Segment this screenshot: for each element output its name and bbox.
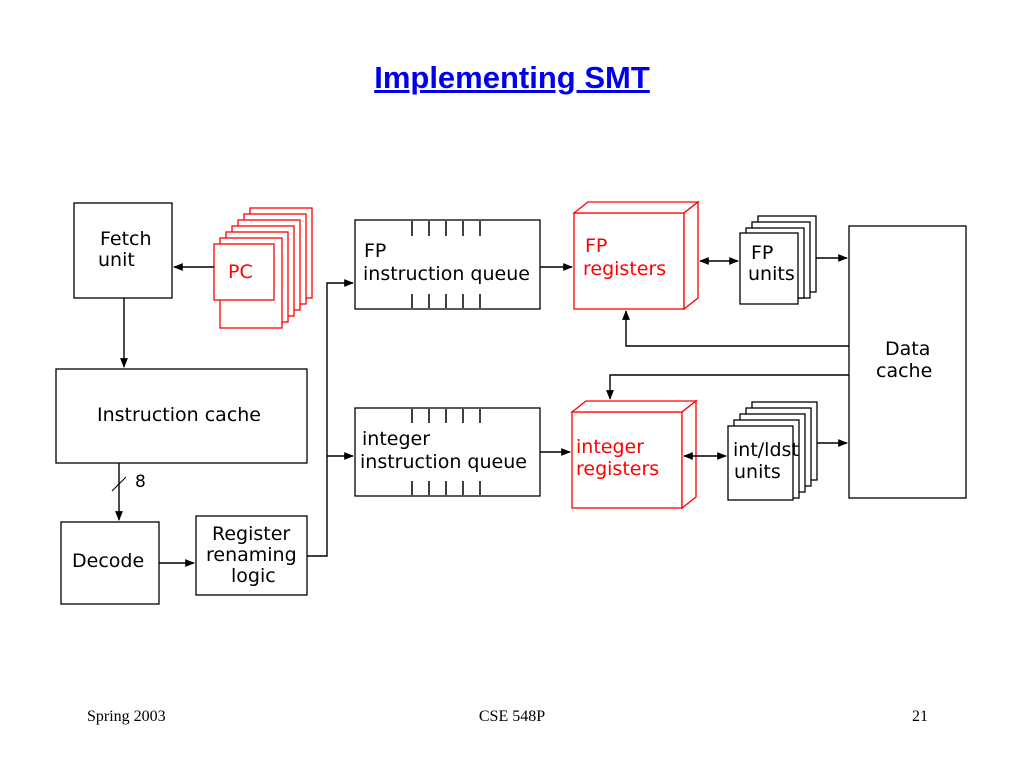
- decode-label: Decode: [72, 550, 144, 572]
- integer-instruction-queue-box: integer instruction queue: [354, 407, 541, 497]
- footer-course: CSE 548P: [478, 708, 546, 725]
- fp-registers-line2: registers: [583, 258, 666, 280]
- integer-queue-line1: integer: [362, 428, 430, 450]
- instruction-cache-label: Instruction cache: [97, 404, 261, 426]
- int-ldst-units-line2: units: [734, 461, 781, 483]
- pc-stack: [213, 207, 313, 329]
- register-renaming-line2: renaming: [206, 544, 297, 566]
- integer-queue-line2: instruction queue: [360, 451, 527, 473]
- footer-page-number: 21: [912, 708, 928, 725]
- instruction-cache-box: Instruction cache: [55, 368, 308, 464]
- fp-queue-line1: FP: [364, 240, 386, 262]
- fetch-unit-box: Fetch unit: [73, 202, 173, 299]
- fp-instruction-queue-box: FP instruction queue: [354, 219, 541, 310]
- data-cache-line1: Data: [885, 338, 930, 360]
- register-renaming-box: Register renaming logic: [195, 515, 308, 596]
- integer-registers-line1: integer: [576, 436, 644, 458]
- fetch-unit-label-line2: unit: [98, 249, 135, 271]
- data-cache-line2: cache: [876, 360, 932, 382]
- fetch-width-label: 8: [135, 472, 146, 492]
- pc-label: PC: [228, 261, 253, 283]
- fp-units-stack: [739, 215, 817, 305]
- fp-units-line2: units: [748, 263, 795, 285]
- register-renaming-line3: logic: [231, 565, 276, 587]
- int-ldst-units-stack: [727, 401, 818, 501]
- integer-registers-line2: registers: [576, 458, 659, 480]
- data-cache-box: Data cache: [848, 225, 967, 499]
- decode-box: Decode: [60, 521, 160, 605]
- fp-queue-line2: instruction queue: [363, 263, 530, 285]
- fp-registers-box: [572, 200, 700, 311]
- register-renaming-line1: Register: [212, 523, 290, 545]
- int-ldst-units-line1: int/ldst: [733, 439, 799, 461]
- fetch-unit-label-line1: Fetch: [100, 228, 152, 250]
- footer-date: Spring 2003: [87, 708, 166, 725]
- fp-units-line1: FP: [751, 242, 773, 264]
- connectors: [111, 254, 849, 567]
- fp-registers-line1: FP: [585, 235, 607, 257]
- slide-title: Implementing SMT: [374, 60, 650, 95]
